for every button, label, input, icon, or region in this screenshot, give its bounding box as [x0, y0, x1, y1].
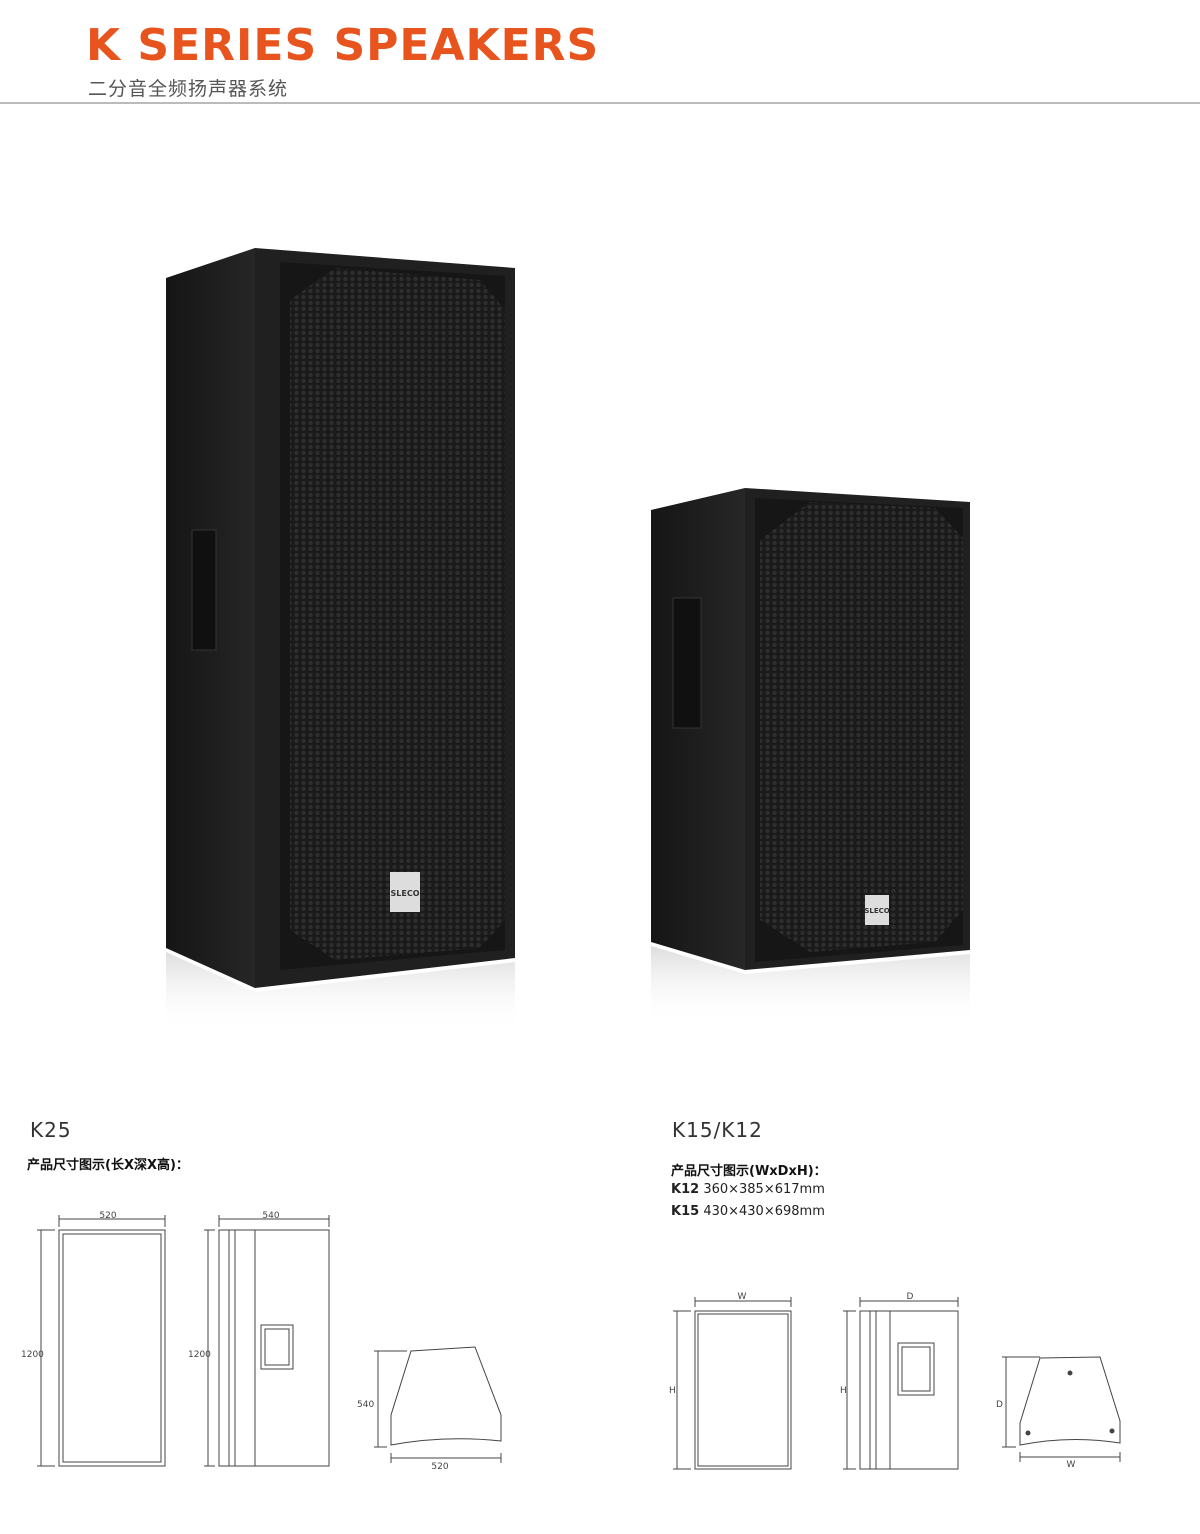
- k12-spec: K12 360×385×617mm: [671, 1182, 825, 1197]
- k15-spec-name: K15: [671, 1204, 700, 1219]
- k15-model-name: K15/K12: [672, 1118, 763, 1142]
- k15-badge: [865, 895, 889, 925]
- k25-front-width-label: 520: [99, 1211, 116, 1221]
- k15-side-depth-label: D: [907, 1292, 914, 1302]
- k25-side-depth-label: 540: [262, 1211, 279, 1221]
- page-title: K SERIES SPEAKERS: [86, 20, 600, 71]
- header-divider: [0, 102, 1200, 104]
- k15-badge-text: SLECO: [864, 907, 889, 915]
- k15-dimension-label: 产品尺寸图示(WxDxH)：: [671, 1164, 827, 1179]
- k25-top-width-label: 520: [431, 1462, 448, 1472]
- k25-speaker-photo: SLECO: [166, 248, 515, 1030]
- k25-badge: [390, 872, 420, 912]
- k15-front-width-label: W: [738, 1292, 747, 1302]
- k25-side-height-label: 1200: [188, 1350, 211, 1360]
- k15-top-width-label: W: [1067, 1460, 1076, 1470]
- k15-side-height-label: H: [840, 1386, 847, 1396]
- k12-spec-value: 360×385×617mm: [703, 1182, 825, 1197]
- k25-top-depth-label: 540: [357, 1400, 374, 1410]
- k15-dimension-drawings: W H D H D W: [669, 1292, 1121, 1470]
- k25-model-name: K25: [30, 1118, 72, 1142]
- k25-dimension-label: 产品尺寸图示(长X深X高)：: [27, 1158, 189, 1173]
- k15-speaker-photo: SLECO: [651, 488, 970, 1025]
- k15-spec: K15 430×430×698mm: [671, 1204, 825, 1219]
- k25-front-height-label: 1200: [21, 1350, 44, 1360]
- k15-spec-value: 430×430×698mm: [703, 1204, 825, 1219]
- k12-spec-name: K12: [671, 1182, 700, 1197]
- k25-dimension-drawings: 520 1200 540 1200 540 520: [21, 1211, 502, 1472]
- k25-badge-text: SLECO: [391, 889, 420, 898]
- k15-front-height-label: H: [669, 1386, 676, 1396]
- page-subtitle: 二分音全频扬声器系统: [88, 78, 289, 100]
- k15-top-depth-label: D: [996, 1400, 1003, 1410]
